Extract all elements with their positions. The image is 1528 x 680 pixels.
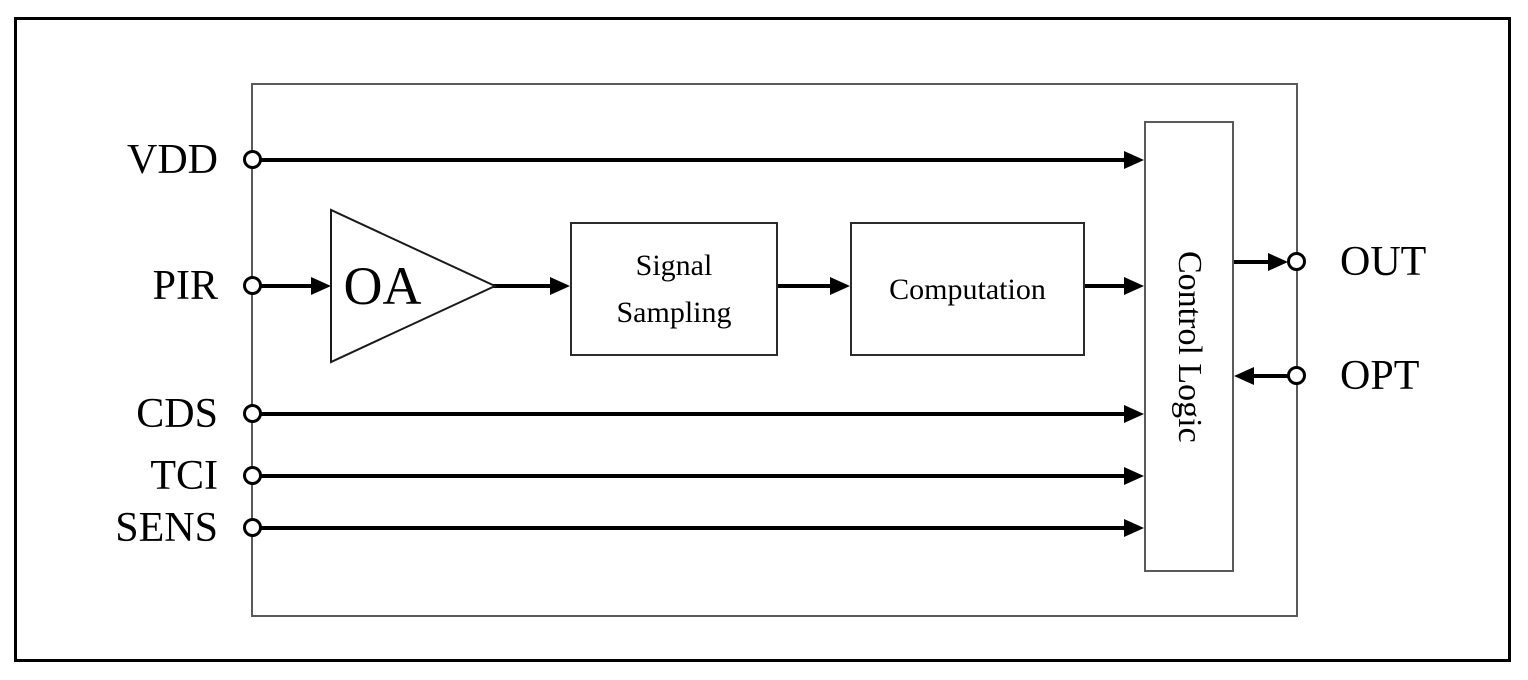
computation-block: Computation xyxy=(850,222,1085,356)
pir-pin-circle xyxy=(243,276,262,295)
sens-pin-circle xyxy=(243,518,262,537)
pin-label-sens: SENS xyxy=(115,505,218,551)
chip-boundary xyxy=(251,83,1298,617)
tci-arrowhead-icon xyxy=(1124,467,1144,485)
out-wire xyxy=(1234,260,1274,264)
sampling-to-computation-arrowhead-icon xyxy=(830,277,850,295)
tci-wire xyxy=(260,474,1130,478)
pir-wire xyxy=(260,284,316,288)
vdd-pin-circle xyxy=(243,150,262,169)
out-arrowhead-icon xyxy=(1268,253,1288,271)
out-pin-circle xyxy=(1287,252,1306,271)
opt-pin-circle xyxy=(1287,366,1306,385)
control-logic-block: Control Logic xyxy=(1144,121,1234,572)
opt-arrowhead-icon xyxy=(1234,367,1254,385)
pin-label-out: OUT xyxy=(1340,239,1427,285)
control-logic-label: Control Logic xyxy=(1171,250,1208,443)
oa-output-arrowhead-icon xyxy=(550,277,570,295)
pin-label-opt: OPT xyxy=(1340,353,1420,399)
vdd-wire xyxy=(260,158,1130,162)
tci-pin-circle xyxy=(243,466,262,485)
pir-arrowhead-icon xyxy=(311,277,331,295)
cds-wire xyxy=(260,412,1130,416)
pin-label-vdd: VDD xyxy=(127,137,218,183)
vdd-arrowhead-icon xyxy=(1124,151,1144,169)
pin-label-pir: PIR xyxy=(152,263,218,309)
signal-sampling-block: Signal Sampling xyxy=(570,222,778,356)
figure-border xyxy=(14,17,1511,662)
signal-sampling-label-line1: Signal xyxy=(635,249,713,282)
oa-amplifier-label: OA xyxy=(343,256,422,316)
computation-to-control-wire xyxy=(1085,284,1130,288)
pin-label-cds: CDS xyxy=(136,391,218,437)
cds-arrowhead-icon xyxy=(1124,405,1144,423)
sens-wire xyxy=(260,526,1130,530)
oa-output-wire xyxy=(493,284,555,288)
opt-wire xyxy=(1252,374,1288,378)
sampling-to-computation-wire xyxy=(778,284,836,288)
computation-to-control-arrowhead-icon xyxy=(1124,277,1144,295)
cds-pin-circle xyxy=(243,404,262,423)
signal-sampling-label-line2: Sampling xyxy=(616,296,732,329)
computation-label: Computation xyxy=(889,272,1046,306)
sens-arrowhead-icon xyxy=(1124,519,1144,537)
oa-amplifier-triangle xyxy=(330,208,498,364)
pin-label-tci: TCI xyxy=(150,453,218,499)
